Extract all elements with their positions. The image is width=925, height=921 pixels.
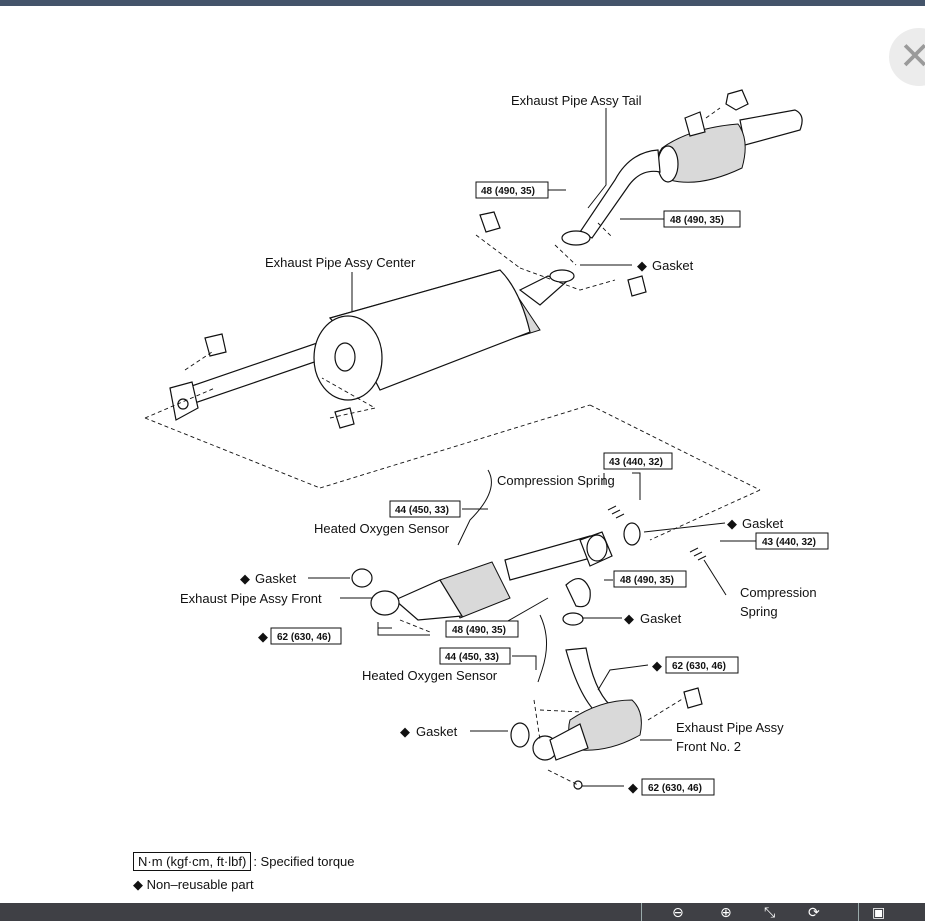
label-center: Exhaust Pipe Assy Center <box>265 255 416 270</box>
torque-box-no2-lower: 62 (630, 46) <box>641 778 715 796</box>
svg-text:48 (490, 35): 48 (490, 35) <box>620 575 674 586</box>
torque-box-no2-upper: 62 (630, 46) <box>665 656 739 674</box>
svg-text:48 (490, 35): 48 (490, 35) <box>481 186 535 197</box>
front-pipe-assembly <box>351 469 707 683</box>
label-front: Exhaust Pipe Assy Front <box>180 591 322 606</box>
dashed-guides <box>144 107 761 786</box>
gasket-diamond: ◆ <box>637 258 647 273</box>
label-compression-spring-upper: Compression Spring <box>497 473 615 488</box>
torque-diamond: ◆ <box>258 629 268 644</box>
front-no2-assembly <box>510 647 703 790</box>
legend-nonreusable-row: ◆ Non–reusable part <box>133 873 355 897</box>
legend-nonreusable: ◆ Non–reusable part <box>133 877 254 892</box>
leader-lines <box>308 108 756 787</box>
torque-box-tail-1: 48 (490, 35) <box>475 181 549 199</box>
label-sensor-upper: Heated Oxygen Sensor <box>314 521 450 536</box>
legend: N·m (kgf·cm, ft·lbf) : Specified torque … <box>133 849 355 897</box>
label-sensor-lower: Heated Oxygen Sensor <box>362 668 498 683</box>
zoom-in-icon[interactable]: ⊕ <box>720 905 732 921</box>
legend-torque-desc: : Specified torque <box>253 853 355 869</box>
label-gasket-lower: Gasket <box>416 724 458 739</box>
torque-box-sensor-upper: 44 (450, 33) <box>389 500 461 518</box>
tail-pipe-assembly <box>561 89 803 246</box>
torque-box-front-center: 48 (490, 35) <box>613 570 687 588</box>
zoom-out-icon[interactable]: ⊖ <box>672 905 684 921</box>
center-pipe-assembly <box>169 211 647 429</box>
torque-box-front-left: 62 (630, 46) <box>270 627 342 645</box>
label-gasket-tail: Gasket <box>652 258 694 273</box>
fit-icon[interactable]: ⤡ <box>764 905 776 921</box>
svg-text:62 (630, 46): 62 (630, 46) <box>672 661 726 672</box>
torque-diamond: ◆ <box>628 780 638 795</box>
top-bar <box>0 0 925 6</box>
svg-text:44 (450, 33): 44 (450, 33) <box>445 652 499 663</box>
label-front-no2-line2: Front No. 2 <box>676 739 741 754</box>
label-compression-line1: Compression <box>740 585 817 600</box>
torque-box-spring-upper: 43 (440, 32) <box>603 452 673 470</box>
torque-box-tail-2: 48 (490, 35) <box>663 210 741 228</box>
svg-text:62 (630, 46): 62 (630, 46) <box>648 783 702 794</box>
gasket-diamond: ◆ <box>400 724 410 739</box>
gasket-diamond: ◆ <box>624 611 634 626</box>
bottom-toolbar: ⊖ ⊕ ⤡ ⟳ ▣ <box>0 903 925 921</box>
toolbar-separator <box>858 903 859 921</box>
svg-text:48 (490, 35): 48 (490, 35) <box>452 625 506 636</box>
close-icon: ✕ <box>899 34 925 78</box>
legend-torque-unit: N·m (kgf·cm, ft·lbf) <box>133 851 252 871</box>
legend-torque-row: N·m (kgf·cm, ft·lbf) : Specified torque <box>133 849 355 873</box>
label-gasket-middle: Gasket <box>640 611 682 626</box>
label-gasket-left: Gasket <box>255 571 297 586</box>
torque-diamond: ◆ <box>652 658 662 673</box>
torque-box-front-lower: 48 (490, 35) <box>445 620 519 638</box>
torque-box-sensor-lower: 44 (450, 33) <box>439 647 511 665</box>
label-front-no2-line1: Exhaust Pipe Assy <box>676 720 784 735</box>
gasket-diamond: ◆ <box>240 571 250 586</box>
label-gasket-right: Gasket <box>742 516 784 531</box>
svg-text:48 (490, 35): 48 (490, 35) <box>670 215 724 226</box>
torque-box-spring-right: 43 (440, 32) <box>755 532 829 550</box>
svg-text:43 (440, 32): 43 (440, 32) <box>762 537 816 548</box>
label-compression-line2: Spring <box>740 604 778 619</box>
label-tail: Exhaust Pipe Assy Tail <box>511 93 642 108</box>
svg-text:43 (440, 32): 43 (440, 32) <box>609 457 663 468</box>
rotate-icon[interactable]: ⟳ <box>808 905 820 921</box>
gasket-diamond: ◆ <box>727 516 737 531</box>
toolbar-separator <box>641 903 642 921</box>
window-icon[interactable]: ▣ <box>872 905 886 921</box>
svg-text:44 (450, 33): 44 (450, 33) <box>395 505 449 516</box>
close-button[interactable]: ✕ <box>889 28 925 86</box>
svg-text:62 (630, 46): 62 (630, 46) <box>277 632 331 643</box>
